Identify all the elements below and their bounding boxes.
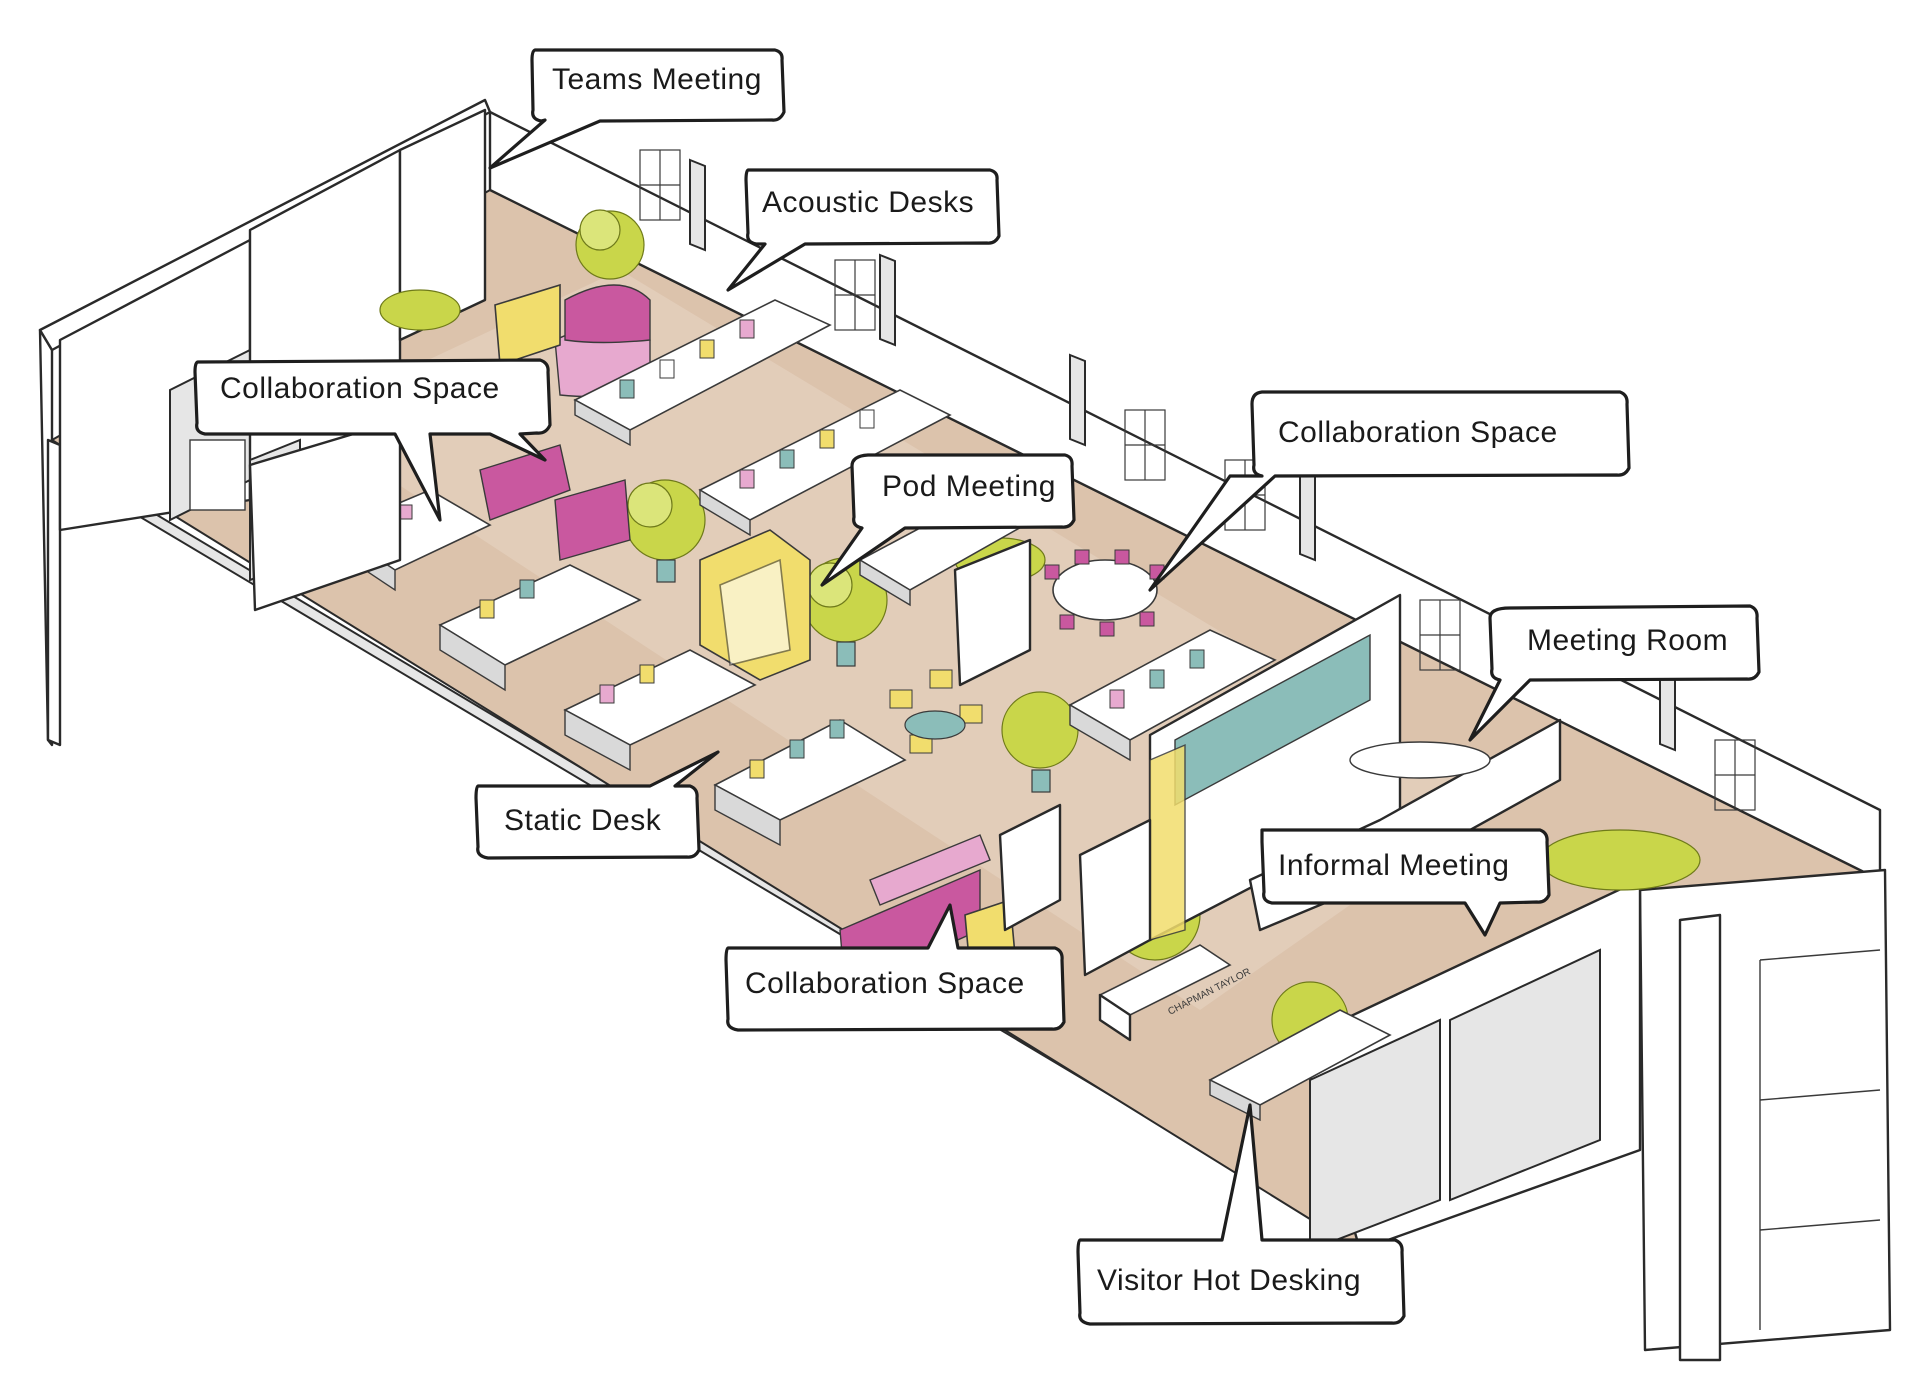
callout-teams-meeting-label: Teams Meeting [552,63,762,96]
callout-pod-meeting: Pod Meeting [820,453,1076,587]
callout-static-desk: Static Desk [474,750,720,860]
callout-collaboration-space-left-label: Collaboration Space [220,372,500,405]
shelving-partitions [248,418,1152,977]
callout-informal-meeting: Informal Meeting [1260,828,1551,937]
callout-teams-meeting: Teams Meeting [488,48,786,170]
plant-pots [656,559,1051,793]
callout-collaboration-space-right: Collaboration Space [1148,390,1631,592]
callout-meeting-room-label: Meeting Room [1527,624,1728,657]
callout-acoustic-desks-label: Acoustic Desks [762,186,974,219]
callout-collaboration-space-left: Collaboration Space [193,358,552,522]
callout-meeting-room: Meeting Room [1468,604,1761,742]
callout-visitor-hot-desking-label: Visitor Hot Desking [1097,1264,1361,1297]
callout-collaboration-space-right-label: Collaboration Space [1278,416,1558,449]
callout-pod-meeting-label: Pod Meeting [882,470,1056,503]
round-table [889,549,1165,754]
desk-monitors [369,319,1205,779]
callouts: Teams Meeting Acoustic Desks Collaborati… [193,48,1761,1326]
desk-rows: CHAPMAN TAYLOR [333,299,1392,1122]
callout-collaboration-space-bottom-label: Collaboration Space [745,967,1025,1000]
callout-visitor-hot-desking: Visitor Hot Desking [1076,1103,1406,1326]
callout-static-desk-label: Static Desk [504,804,662,837]
callout-collaboration-space-bottom: Collaboration Space [724,903,1066,1032]
callout-informal-meeting-label: Informal Meeting [1278,849,1509,882]
teams-meeting-rooms [58,108,487,582]
callout-acoustic-desks: Acoustic Desks [726,168,1001,292]
